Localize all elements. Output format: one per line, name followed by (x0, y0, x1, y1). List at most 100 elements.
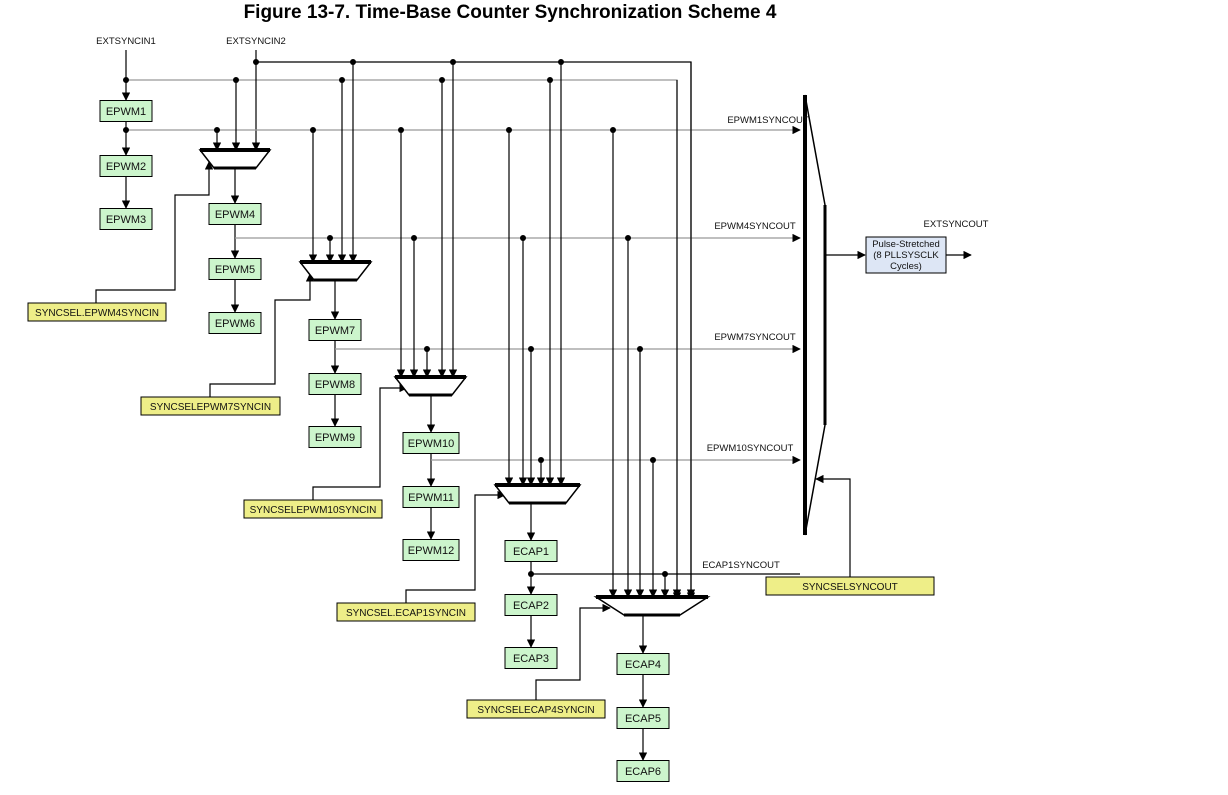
pulse-stretcher-line1: Pulse-Stretched (872, 239, 940, 250)
junction-dot (214, 127, 220, 133)
module-epwm9-box (308, 426, 362, 448)
junction-dot (625, 235, 631, 241)
module-epwm6-label: EPWM6 (215, 318, 255, 330)
module-ecap5-label: ECAP5 (625, 713, 661, 725)
junction-dot (310, 127, 316, 133)
module-epwm11-box (402, 486, 460, 508)
sel-ecap4-wire (535, 603, 611, 700)
ecap1syncout-label: ECAP1SYNCOUT (702, 560, 780, 571)
junction-dot (528, 571, 534, 577)
module-epwm12-label: EPWM12 (408, 545, 454, 557)
junction-dot (610, 127, 616, 133)
pulse-stretcher-box (865, 236, 947, 274)
epwm10syncout-label: EPWM10SYNCOUT (707, 443, 794, 454)
module-epwm2-label: EPWM2 (106, 161, 146, 173)
junction-dot (424, 346, 430, 352)
sel-epwm10-label: SYNCSELEPWM10SYNCIN (250, 505, 377, 516)
module-epwm4-label: EPWM4 (215, 209, 255, 221)
junction-dot (339, 77, 345, 83)
module-epwm3-label: EPWM3 (106, 214, 146, 226)
junction-dot (450, 59, 456, 65)
sel-syncout-label: SYNCSELSYNCOUT (802, 582, 898, 593)
module-epwm2-box (99, 155, 153, 177)
junction-dot (520, 235, 526, 241)
junction-dot (439, 77, 445, 83)
sel-epwm7-label: SYNCSELEPWM7SYNCIN (150, 402, 271, 413)
module-ecap5-box (616, 707, 670, 729)
sel-epwm4-label: SYNCSEL.EPWM4SYNCIN (35, 308, 159, 319)
junction-dot (547, 77, 553, 83)
sel-epwm10-wire (312, 383, 408, 500)
module-epwm7-box (308, 319, 362, 341)
module-ecap2-box (504, 594, 558, 616)
pulse-stretcher-line2: (8 PLLSYSCLK (873, 250, 939, 261)
module-ecap1-label: ECAP1 (513, 546, 549, 558)
module-epwm10-box (402, 432, 460, 454)
mux-epwm10 (393, 376, 468, 396)
module-epwm3-box (99, 208, 153, 230)
module-ecap2-label: ECAP2 (513, 600, 549, 612)
junction-dot (528, 346, 534, 352)
junction-dot (637, 346, 643, 352)
pulse-stretcher-line3: Cycles) (890, 261, 922, 272)
junction-dot (506, 127, 512, 133)
extsyncout-label: EXTSYNCOUT (924, 219, 989, 230)
module-epwm8-label: EPWM8 (315, 379, 355, 391)
epwm7syncout-label: EPWM7SYNCOUT (714, 332, 795, 343)
sel-epwm4-box (27, 302, 167, 322)
module-ecap6-box (616, 760, 670, 782)
module-ecap6-label: ECAP6 (625, 766, 661, 778)
epwm4syncout-label: EPWM4SYNCOUT (714, 221, 795, 232)
junction-dot (123, 127, 129, 133)
sel-ecap4-label: SYNCSELECAP4SYNCIN (477, 705, 594, 716)
module-epwm5-box (208, 258, 262, 280)
module-epwm8-box (308, 373, 362, 395)
junction-dot (350, 59, 356, 65)
module-epwm7-label: EPWM7 (315, 325, 355, 337)
junction-dot (233, 77, 239, 83)
mux-epwm7 (298, 261, 373, 281)
sel-ecap4-box (466, 699, 606, 719)
module-ecap3-box (504, 647, 558, 669)
junction-dot (327, 235, 333, 241)
sel-epwm7-wire (209, 273, 315, 397)
junction-dot (558, 59, 564, 65)
sel-syncout-wire (815, 474, 851, 577)
figure-title: Figure 13-7. Time-Base Counter Synchroni… (243, 2, 777, 23)
module-ecap4-label: ECAP4 (625, 659, 661, 671)
module-epwm5-label: EPWM5 (215, 264, 255, 276)
junction-dot (398, 127, 404, 133)
mux-syncout (804, 94, 826, 536)
extsyncin2-label: EXTSYNCIN2 (226, 36, 286, 47)
module-epwm11-label: EPWM11 (408, 492, 454, 504)
junction-dot (253, 59, 259, 65)
junction-dot (411, 235, 417, 241)
sel-epwm10-box (243, 499, 383, 519)
module-epwm4-box (208, 203, 262, 225)
junction-dot (123, 77, 129, 83)
module-epwm9-label: EPWM9 (315, 432, 355, 444)
module-ecap1-box (504, 540, 558, 562)
module-epwm1-box (99, 100, 153, 122)
sel-ecap1-wire (405, 490, 506, 603)
module-epwm10-label: EPWM10 (408, 438, 454, 450)
junction-dot (650, 457, 656, 463)
module-epwm1-label: EPWM1 (106, 106, 146, 118)
module-epwm12-box (402, 539, 460, 561)
junction-dot (662, 571, 668, 577)
sel-syncout-box (765, 576, 935, 596)
mux-ecap1 (493, 484, 582, 504)
junction-dot (538, 457, 544, 463)
sel-ecap1-box (336, 602, 476, 622)
sel-epwm7-box (140, 396, 281, 416)
extsyncin1-label: EXTSYNCIN1 (96, 36, 156, 47)
mux-epwm4 (198, 149, 272, 169)
epwm1syncout-label: EPWM1SYNCOUT (727, 115, 808, 126)
module-epwm6-box (208, 312, 262, 334)
sel-ecap1-label: SYNCSEL.ECAP1SYNCIN (346, 608, 466, 619)
module-ecap3-label: ECAP3 (513, 653, 549, 665)
mux-ecap4 (593, 596, 711, 616)
module-ecap4-box (616, 653, 670, 675)
sel-epwm4-wire (95, 161, 214, 303)
